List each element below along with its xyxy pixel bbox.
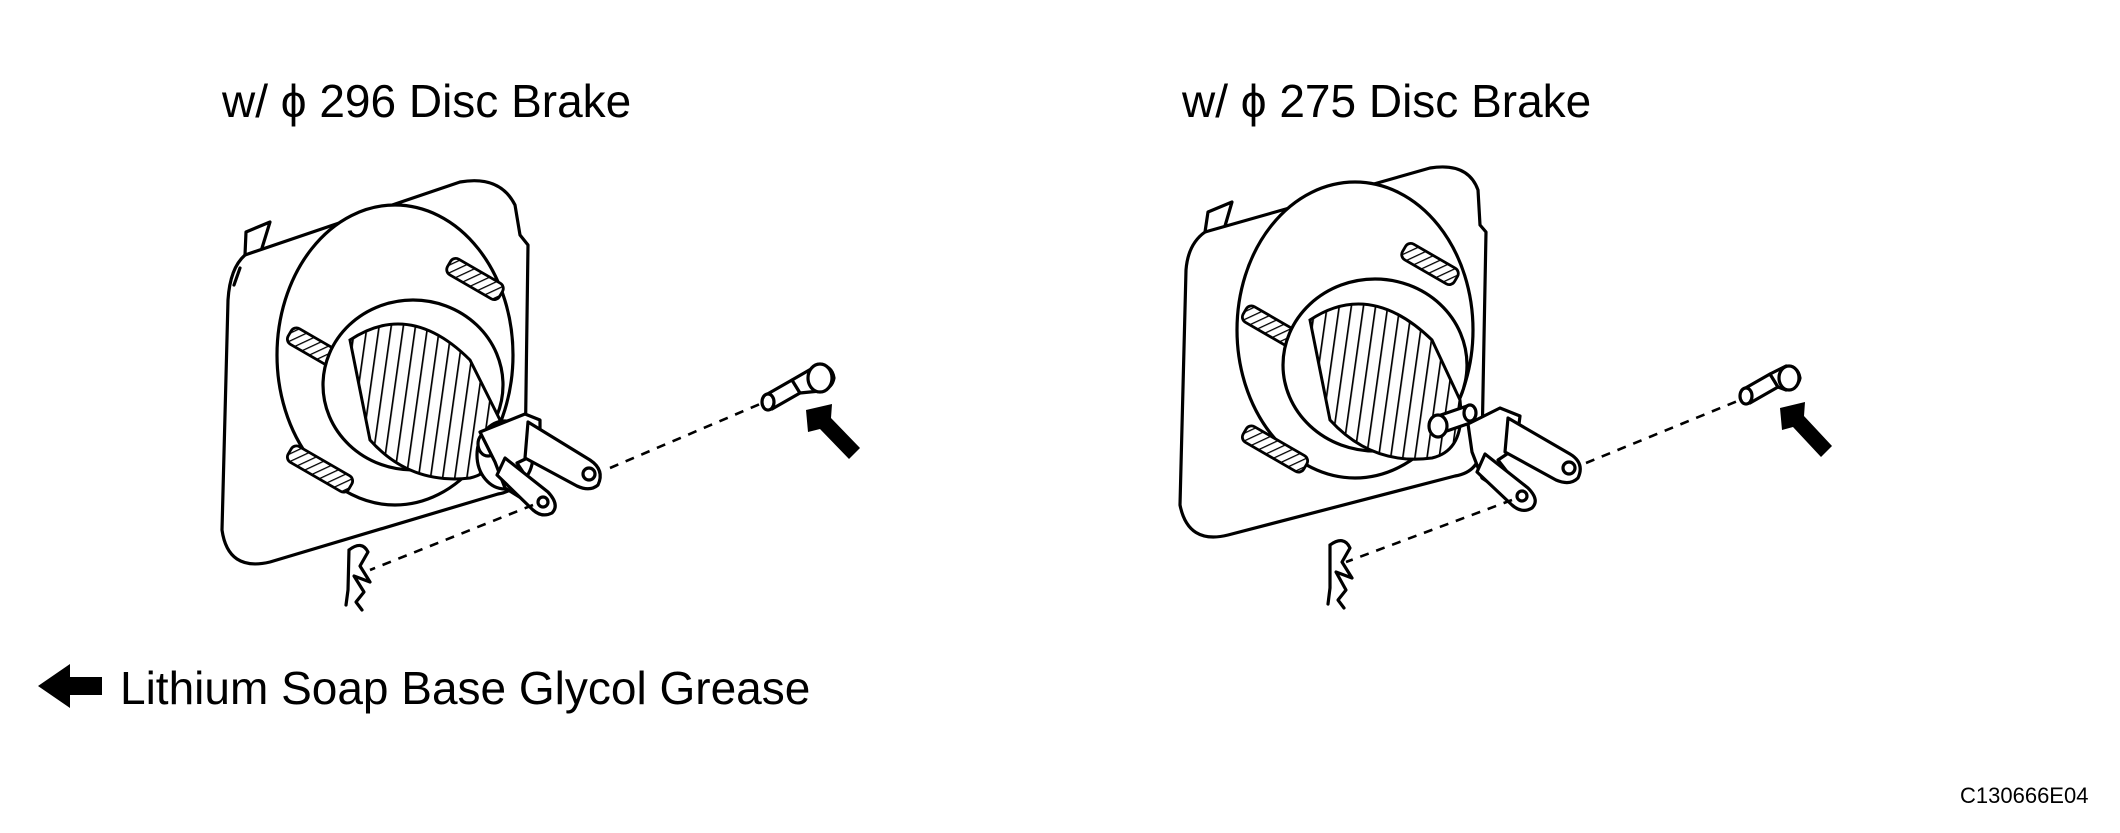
left-grease-arrow-icon xyxy=(806,404,860,459)
right-diagram-title: w/ ϕ 275 Disc Brake xyxy=(1182,75,1592,127)
right-brake-assembly xyxy=(1178,165,1832,610)
figure-code: C130666E04 xyxy=(1960,783,2089,808)
left-retaining-clip xyxy=(344,543,372,612)
right-clevis-pin xyxy=(1738,364,1802,406)
left-brake-assembly xyxy=(220,179,860,612)
legend-label: Lithium Soap Base Glycol Grease xyxy=(120,662,811,714)
right-grease-arrow-icon xyxy=(1780,402,1832,457)
left-diagram-title: w/ ϕ 296 Disc Brake xyxy=(222,75,632,127)
right-dust-boot xyxy=(1308,302,1463,461)
legend-arrow-icon xyxy=(38,664,102,708)
right-retaining-clip xyxy=(1326,539,1354,610)
left-clevis-pin xyxy=(760,362,836,412)
